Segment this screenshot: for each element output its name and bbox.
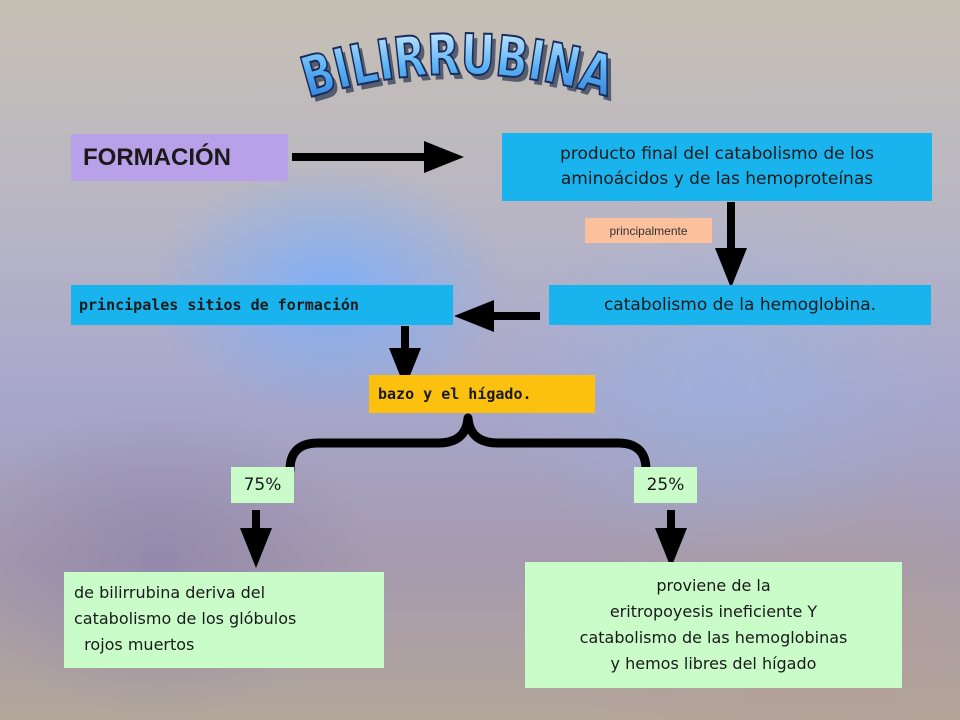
catabolismo-hemoglobina-box: catabolismo de la hemoglobina. (549, 285, 931, 325)
percent-25-box: 25% (634, 467, 697, 503)
deriva-globulos-box: de bilirrubina deriva del catabolismo de… (64, 572, 384, 668)
curly-brace (285, 413, 651, 475)
title-text-path: BILIRRUBINA (293, 22, 622, 112)
principalmente-label: principalmente (585, 218, 712, 243)
title-text: BILIRRUBINA (294, 23, 621, 111)
percent-75-box: 75% (231, 467, 294, 503)
producto-final-box: producto final del catabolismo de los am… (502, 133, 932, 201)
title-svg: BILIRRUBINA BILIRRUBINA (293, 22, 625, 116)
formacion-box: FORMACIÓN (71, 134, 288, 181)
sitios-formacion-box: principales sitios de formación (71, 285, 453, 325)
title-wordart: BILIRRUBINA BILIRRUBINA (290, 20, 630, 120)
bazo-higado-box: bazo y el hígado. (369, 375, 595, 413)
proviene-eritropoyesis-box: proviene de la eritropoyesis ineficiente… (525, 562, 902, 688)
